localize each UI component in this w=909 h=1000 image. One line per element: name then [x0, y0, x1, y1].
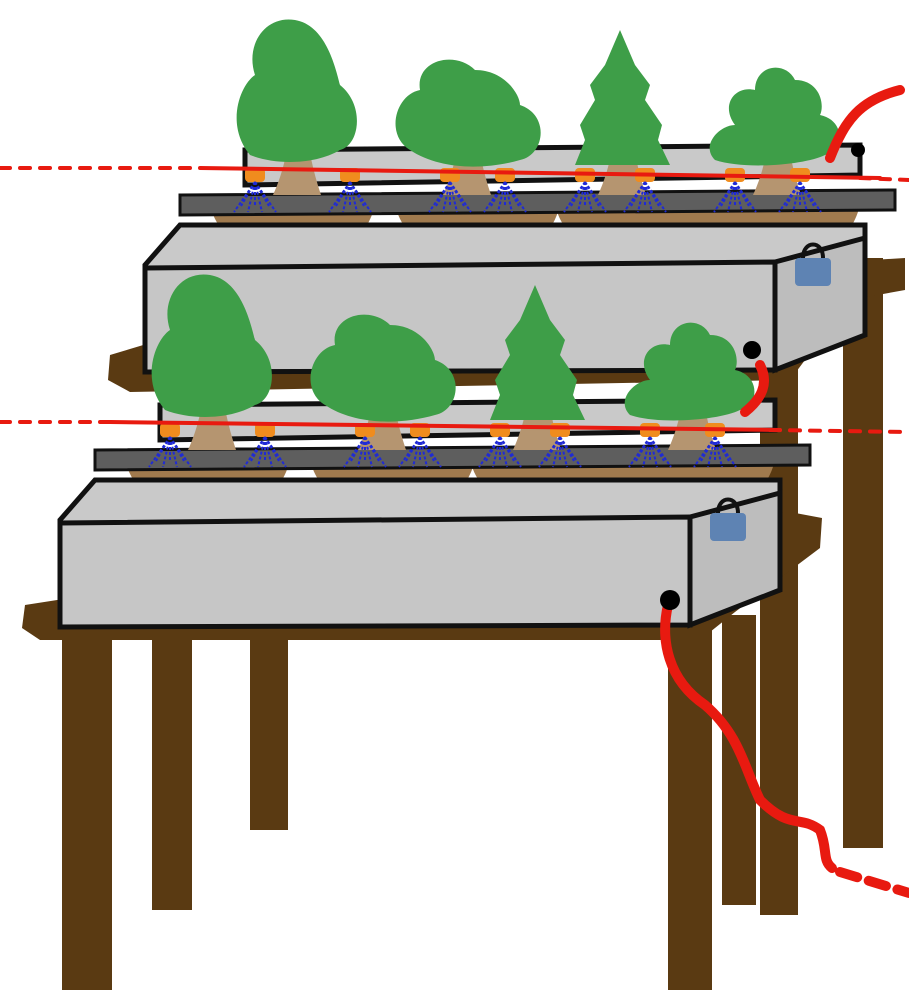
water-root-line [714, 436, 737, 468]
water-root-line [799, 181, 808, 213]
water-root-line [727, 181, 736, 213]
water-root-line [364, 436, 373, 468]
bonsai-tree-icon [151, 274, 272, 450]
emitter-body [245, 168, 265, 182]
tree-foliage [310, 314, 456, 422]
water-root-line [577, 181, 586, 213]
water-root-line [169, 436, 192, 468]
water-root-line [364, 436, 387, 468]
water-root-line [169, 436, 178, 468]
drip-emitter-icon [713, 168, 757, 213]
water-root-line [714, 436, 723, 468]
drain-hose [660, 600, 837, 873]
feed-line-lower-dashed-right [768, 428, 909, 434]
feed-lines [0, 85, 909, 898]
water-root-line [349, 181, 372, 213]
drain-hose-dashed [835, 867, 909, 898]
water-root-line [497, 181, 506, 213]
emitter-body [255, 423, 275, 437]
water-root-line [644, 181, 653, 213]
padlock-icon [795, 242, 831, 286]
tree-foliage [575, 30, 670, 165]
padlock-shackle [801, 242, 825, 259]
upper-tier [142, 19, 897, 375]
water-root-line [349, 181, 358, 213]
tree-foliage [709, 67, 840, 166]
water-root-line [499, 436, 522, 468]
water-root-line [504, 181, 513, 213]
tree-foliage [236, 19, 357, 162]
trough-front-face [57, 514, 693, 630]
water-root-line [257, 436, 266, 468]
water-root-line [792, 181, 801, 213]
emitter-body [160, 423, 180, 437]
lower-tier [57, 274, 812, 630]
bonsai-tree-icon [490, 285, 585, 450]
padlock-shackle [716, 497, 740, 514]
water-root-line [419, 436, 428, 468]
hose-grommet-lower [660, 590, 680, 610]
stand-leg-front-mid [152, 620, 192, 910]
water-root-line [492, 436, 501, 468]
tree-foliage [151, 274, 272, 417]
water-root-line [342, 181, 351, 213]
padlock-body [710, 513, 746, 541]
water-root-line [734, 181, 757, 213]
feed-line-lower [108, 420, 782, 432]
water-root-line [649, 436, 672, 468]
padlock-body [795, 258, 831, 286]
padlock-icon [710, 497, 746, 541]
water-root-line [559, 436, 582, 468]
water-root-line [499, 436, 508, 468]
water-root-line [264, 436, 287, 468]
water-root-line [584, 181, 593, 213]
water-root-line [559, 436, 568, 468]
supply-hose-top [825, 85, 905, 163]
water-root-line [419, 436, 442, 468]
water-root-line [799, 181, 822, 213]
water-root-line [734, 181, 743, 213]
emitter-body [495, 168, 515, 182]
water-root-line [707, 436, 716, 468]
water-root-line [644, 181, 667, 213]
tree-foliage [624, 322, 755, 421]
water-root-line [412, 436, 421, 468]
water-root-line [642, 436, 651, 468]
water-root-line [357, 436, 366, 468]
water-root-line [584, 181, 607, 213]
tree-foliage [395, 59, 541, 167]
water-root-line [552, 436, 561, 468]
drip-emitter-icon [693, 423, 737, 468]
drip-emitter-icon [233, 168, 277, 213]
stand-leg-front-left [62, 620, 112, 990]
water-root-line [449, 181, 472, 213]
water-root-line [637, 181, 646, 213]
water-root-line [254, 181, 277, 213]
water-root-line [264, 436, 273, 468]
drip-emitter-icon [148, 423, 192, 468]
bonsai-tree-icon [236, 19, 357, 195]
water-root-line [504, 181, 527, 213]
water-root-line [254, 181, 263, 213]
water-root-line [449, 181, 458, 213]
drip-emitter-icon [538, 423, 582, 468]
stand-leg-rear-left [250, 640, 288, 830]
return-hose-middle [740, 360, 769, 417]
water-root-line [247, 181, 256, 213]
feed-line-upper-dashed-right [858, 176, 909, 182]
stand-leg-mid-right [760, 360, 798, 915]
tree-foliage [490, 285, 585, 420]
water-root-line [442, 181, 451, 213]
water-root-line [649, 436, 658, 468]
stand-leg-rear-right [843, 258, 883, 848]
emitter-body [550, 423, 570, 437]
feed-line-upper [198, 166, 882, 180]
hose-grommet-middle [743, 341, 761, 359]
hose-grommet-upper [851, 143, 865, 157]
drip-emitter-icon [243, 423, 287, 468]
water-root-line [162, 436, 171, 468]
